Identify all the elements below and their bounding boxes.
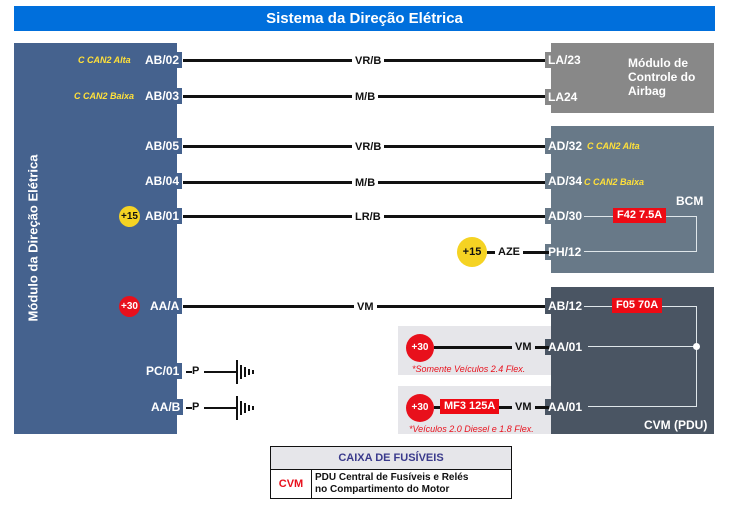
legend-description: PDU Central de Fusíveis e Relés no Compa… — [311, 469, 512, 499]
supply-30-icon: +30 — [119, 296, 140, 317]
legend-description-line: PDU Central de Fusíveis e Relés — [315, 472, 469, 483]
airbag-label-line: Airbag — [628, 84, 667, 98]
connector-pin: AA/01 — [545, 399, 586, 415]
connector-pin: AB/02 — [142, 52, 183, 68]
connector-pin: AB/04 — [142, 173, 183, 189]
fuse-box-legend: CAIXA DE FUSÍVEIS CVM PDU Central de Fus… — [270, 446, 512, 499]
wire-color-label: VM — [512, 340, 535, 354]
ground-icon — [236, 360, 254, 384]
connector-pin: PC/01 — [143, 363, 183, 379]
internal-wire — [588, 346, 696, 347]
wire — [186, 371, 192, 373]
wire-color-label: VM — [354, 300, 377, 314]
legend-header: CAIXA DE FUSÍVEIS — [270, 446, 512, 470]
fuse-mf3: MF3 125A — [440, 399, 500, 414]
connector-pin: LA/23 — [545, 52, 584, 68]
supply-15-icon: +15 — [457, 237, 487, 267]
airbag-label-line: Módulo de — [628, 56, 688, 70]
connector-pin: AD/30 — [545, 208, 586, 224]
connector-pin: AD/34 — [545, 173, 586, 189]
internal-wire — [584, 251, 697, 252]
ground-icon — [236, 396, 254, 420]
wire — [434, 346, 549, 349]
supply-30-icon: +30 — [406, 334, 434, 362]
supply-15-icon: +15 — [119, 206, 140, 227]
bcm-module-label: BCM — [676, 194, 704, 208]
connector-pin: AB/05 — [142, 138, 183, 154]
wire-color-label: VM — [512, 400, 535, 414]
supply-30-icon: +30 — [406, 394, 434, 422]
can-signal-note: C CAN2 Alta — [587, 141, 640, 151]
wire — [204, 407, 238, 409]
can-signal-note: C CAN2 Alta — [78, 55, 131, 65]
connector-pin: AA/B — [148, 399, 184, 415]
legend-description-line: no Compartimento do Motor — [315, 484, 450, 495]
wire-color-label: LR/B — [352, 210, 384, 224]
steering-module-label: Módulo da Direção Elétrica — [25, 154, 41, 322]
wire — [186, 407, 192, 409]
wire-color-label: P — [192, 365, 200, 377]
connector-pin: LA24 — [545, 89, 581, 105]
internal-wire — [696, 306, 697, 407]
vehicle-note: *Veículos 2.0 Diesel e 1.8 Flex. — [409, 424, 534, 434]
wire-color-label: P — [192, 401, 200, 413]
wire-color-label: VR/B — [352, 140, 385, 154]
internal-wire — [696, 216, 697, 252]
connector-pin: AB/01 — [142, 208, 183, 224]
wire-color-label: M/B — [352, 90, 379, 104]
airbag-module-label: Módulo de Controle do Airbag — [628, 56, 695, 98]
wire — [204, 371, 238, 373]
connector-pin: AA/01 — [545, 339, 586, 355]
connector-pin: AB/03 — [142, 88, 183, 104]
connector-pin: PH/12 — [545, 244, 585, 260]
junction-dot — [693, 343, 700, 350]
cvm-module-label: CVM (PDU) — [644, 418, 708, 432]
diagram-title: Sistema da Direção Elétrica — [14, 6, 715, 31]
can-signal-note: C CAN2 Baixa — [74, 91, 135, 101]
connector-pin: AB/12 — [545, 298, 586, 314]
can-signal-note: C CAN2 Baixa — [584, 177, 645, 187]
airbag-label-line: Controle do — [628, 70, 696, 84]
internal-wire — [588, 406, 696, 407]
legend-code: CVM — [270, 469, 312, 499]
fuse-f42: F42 7.5A — [613, 208, 667, 223]
wire-color-label: VR/B — [352, 54, 385, 68]
wire-color-label: AZE — [495, 245, 523, 259]
connector-pin: AA/A — [147, 298, 183, 314]
vehicle-note: *Somente Veículos 2.4 Flex. — [412, 364, 526, 374]
connector-pin: AD/32 — [545, 138, 586, 154]
fuse-f05: F05 70A — [612, 298, 663, 313]
wire-color-label: M/B — [352, 176, 379, 190]
